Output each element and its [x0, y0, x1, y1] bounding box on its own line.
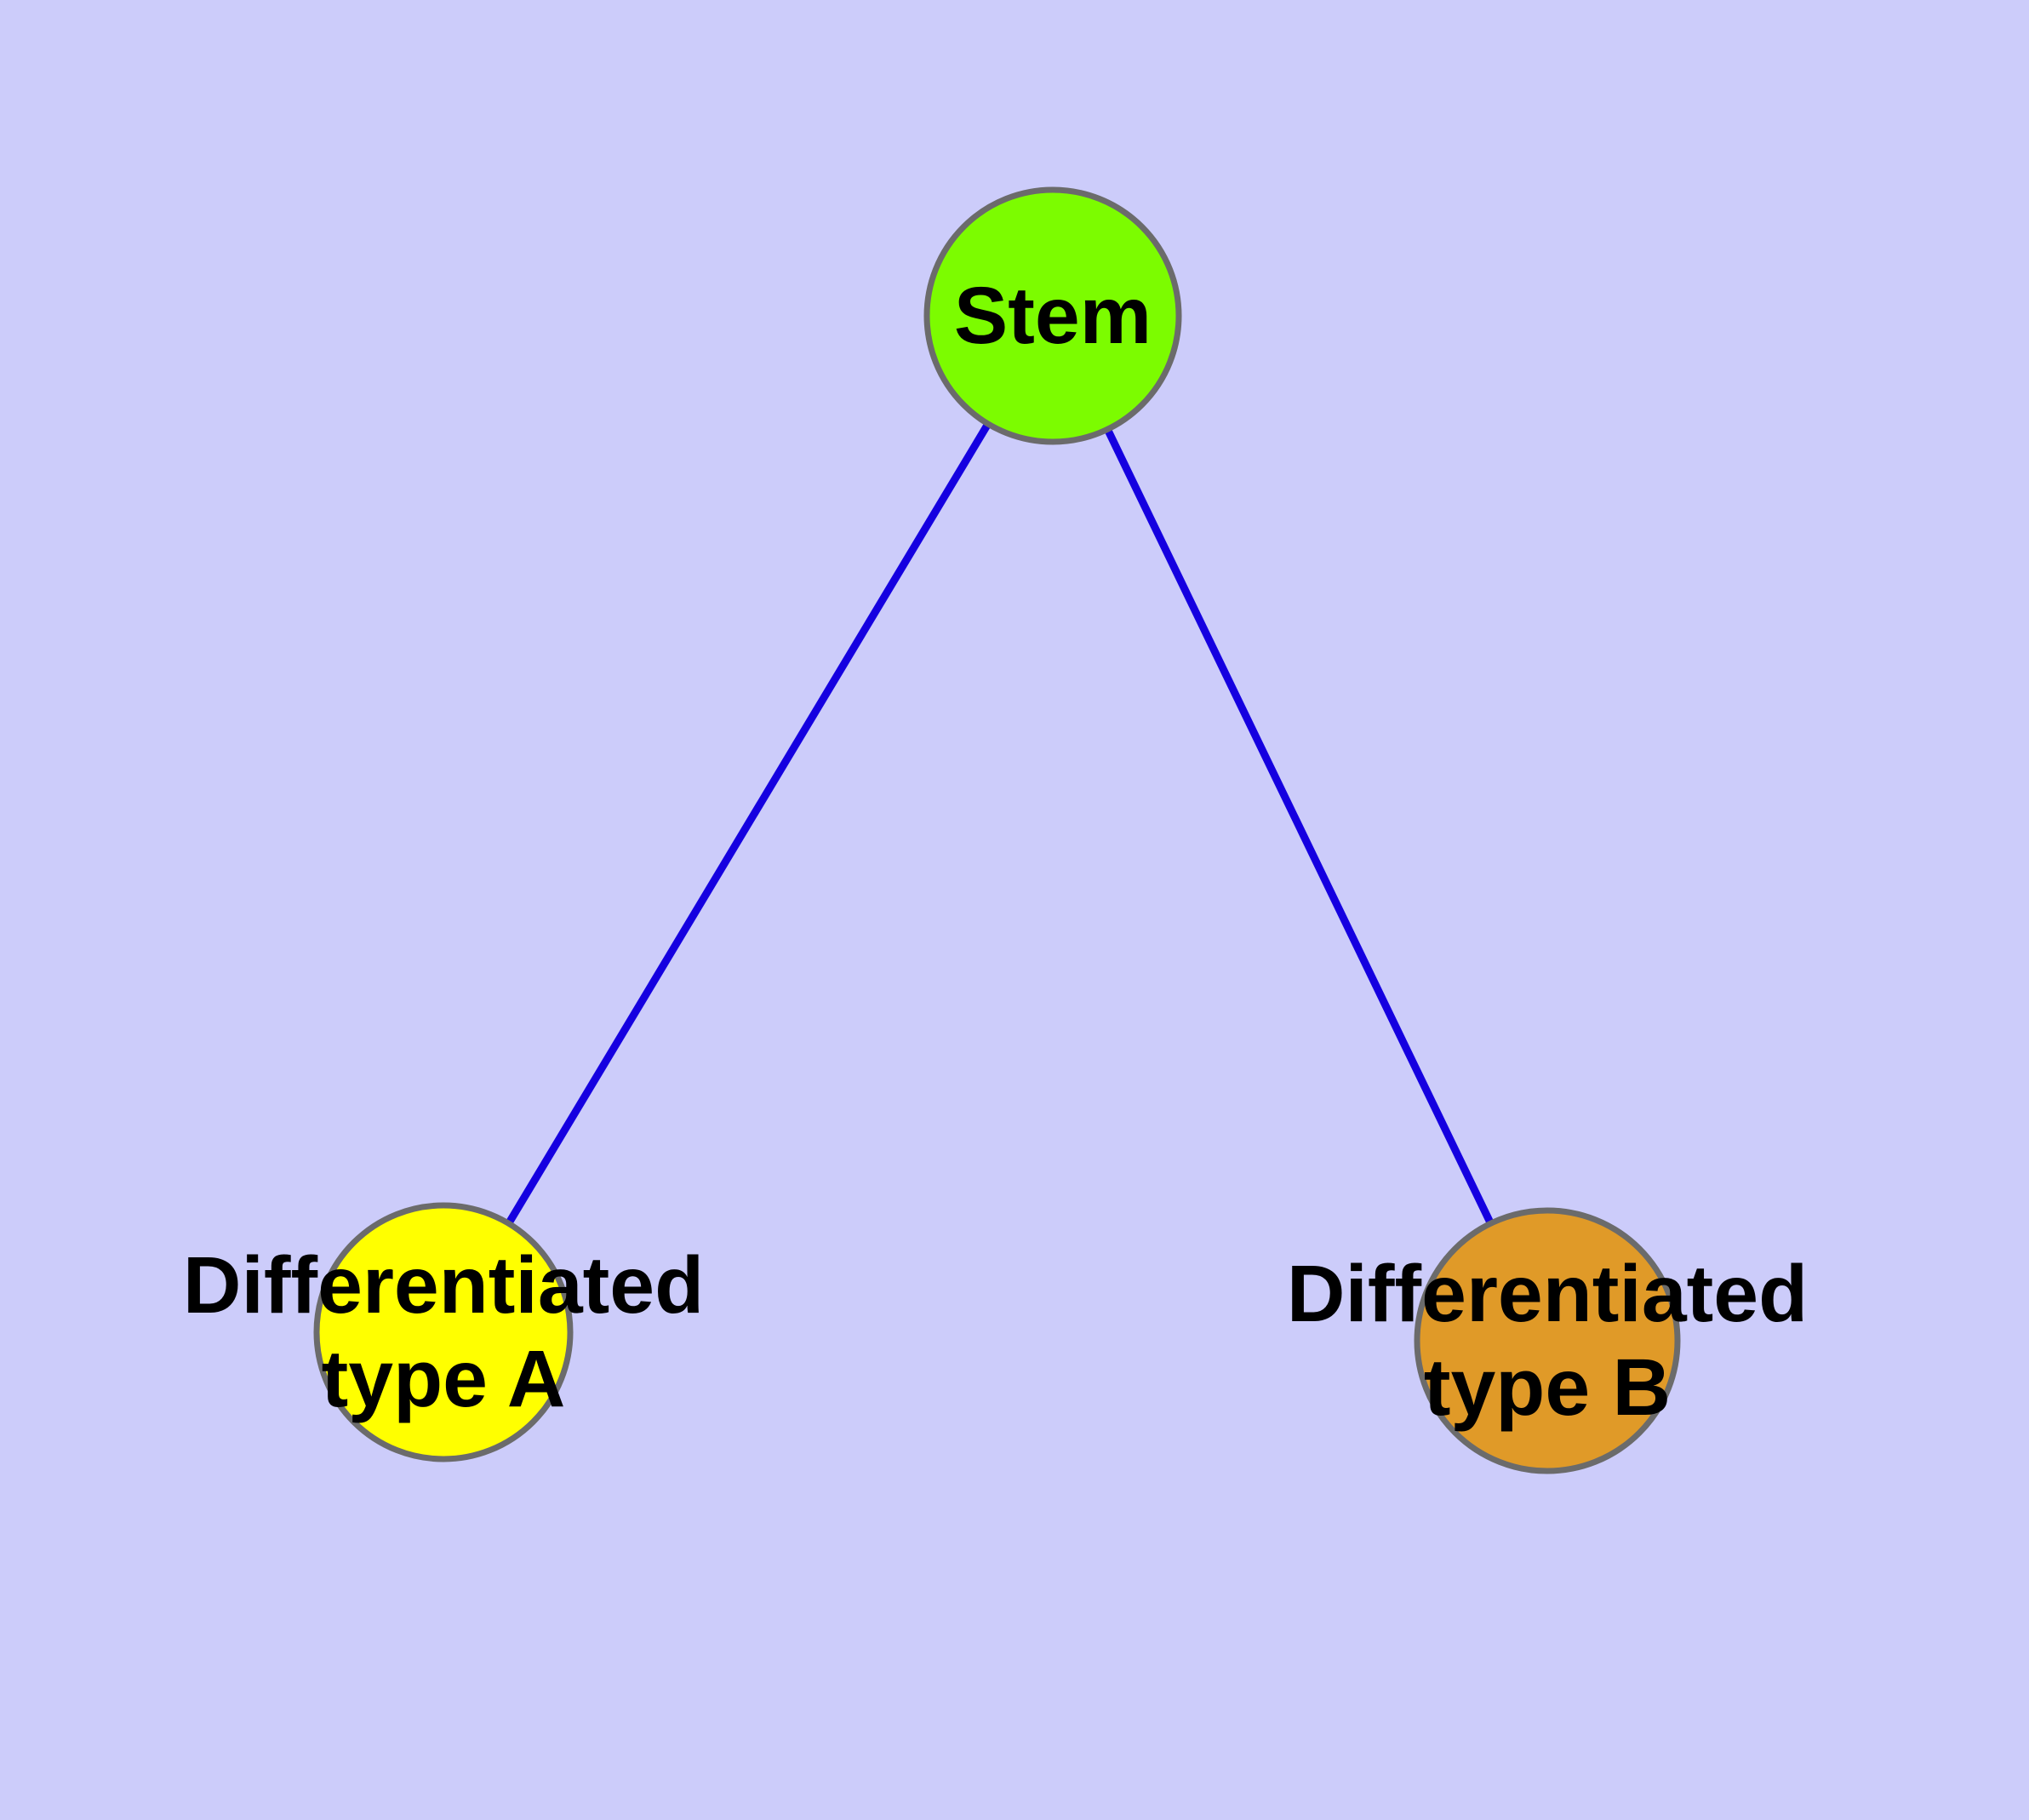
node-differentiated-type-a-circle[interactable] [313, 1202, 574, 1462]
edge-stem-to-differentiated-type-a[interactable] [504, 420, 992, 1228]
node-stem-circle[interactable] [923, 186, 1182, 445]
edge-group [504, 420, 1495, 1228]
node-differentiated-type-b-circle[interactable] [1414, 1207, 1681, 1474]
node-group [313, 186, 1681, 1474]
edge-stem-to-differentiated-type-b[interactable] [1103, 426, 1495, 1227]
node-differentiated-type-a-label-line1: Differentiated [183, 1240, 704, 1331]
node-stem-label: Stem [954, 271, 1152, 361]
label-group: Stem Differentiated type A Differentiate… [183, 271, 1808, 1433]
node-differentiated-type-a-label-line2: type A [322, 1334, 566, 1424]
node-differentiated-type-b-label-line1: Differentiated [1287, 1249, 1808, 1339]
node-differentiated-type-b-label-line2: type B [1424, 1342, 1671, 1433]
